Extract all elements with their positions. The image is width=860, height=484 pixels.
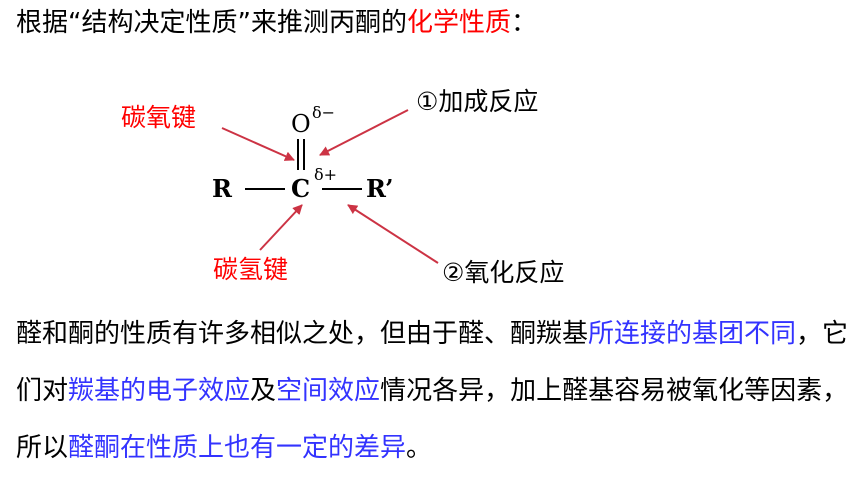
atom-r-right: R’ bbox=[366, 174, 394, 203]
page-title: 根据“结构决定性质”来推测丙酮的化学性质： bbox=[16, 6, 537, 40]
paragraph-part7: 情况各异，加上醛基容易被氧化等因素，所以 bbox=[16, 376, 849, 463]
label-carbon-hydrogen-bond: 碳氢键 bbox=[213, 255, 289, 284]
acetone-structure-diagram: 碳氧键 ①加成反应 碳氢键 ②氧化反应 O δ− C δ+ R R’ bbox=[121, 87, 565, 287]
atom-r-left: R bbox=[212, 174, 232, 203]
paragraph-part3: ，它们对 bbox=[16, 319, 849, 406]
label-carbon-oxygen-bond: 碳氧键 bbox=[121, 103, 197, 132]
title-prefix: 根据“结构决定性质”来推测丙酮的 bbox=[16, 8, 407, 38]
paragraph-part5: 及 bbox=[250, 376, 277, 406]
explanation-paragraph: 醛和酮的性质有许多相似之处，但由于醛、酮羰基所连接的基团不同，它们对羰基的电子效… bbox=[16, 306, 854, 477]
paragraph-part1: 醛和酮的性质有许多相似之处，但由于醛、酮羰基 bbox=[16, 319, 589, 349]
paragraph-part9: 。 bbox=[406, 433, 433, 463]
atom-carbon: C bbox=[291, 174, 311, 203]
label-oxidation-reaction: ②氧化反应 bbox=[442, 258, 565, 287]
paragraph-highlight-electronic-effect: 羰基的电子效应 bbox=[68, 376, 251, 406]
diagram-lines bbox=[221, 109, 439, 264]
paragraph-highlight-groups: 所连接的基团不同 bbox=[588, 319, 797, 349]
title-highlight: 化学性质 bbox=[406, 8, 511, 38]
charge-carbon: δ+ bbox=[314, 165, 338, 184]
label-addition-reaction: ①加成反应 bbox=[416, 87, 539, 116]
paragraph-highlight-difference: 醛酮在性质上也有一定的差异 bbox=[68, 433, 407, 463]
arrow-addition-reaction bbox=[319, 109, 409, 156]
arrow-carbon-oxygen-bond bbox=[221, 127, 295, 161]
title-suffix: ： bbox=[510, 8, 537, 38]
charge-oxygen: δ− bbox=[312, 103, 336, 122]
atom-oxygen: O bbox=[291, 110, 311, 138]
arrow-carbon-hydrogen-bond bbox=[259, 204, 303, 251]
arrow-oxidation-reaction bbox=[347, 204, 439, 264]
paragraph-highlight-steric-effect: 空间效应 bbox=[276, 376, 381, 406]
